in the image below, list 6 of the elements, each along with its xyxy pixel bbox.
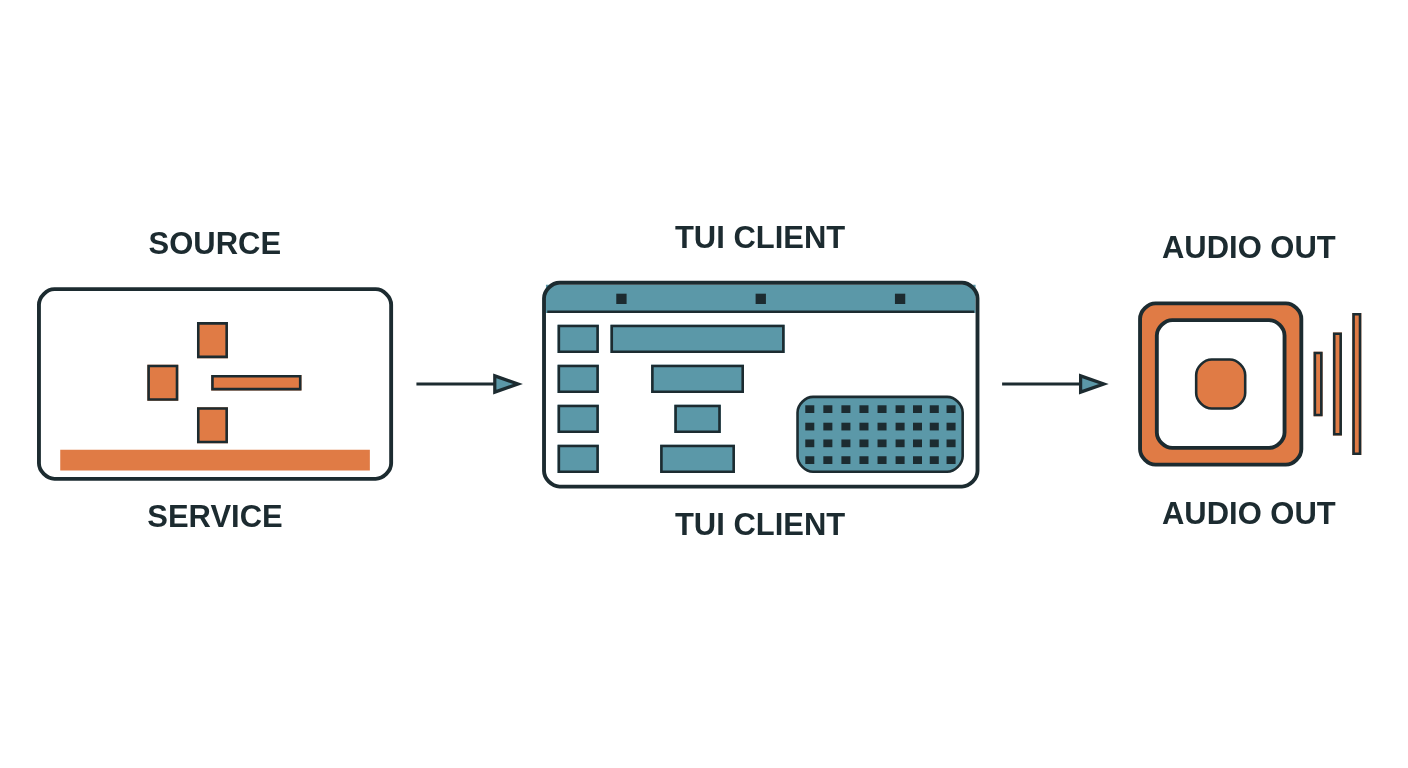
node-label: TUI CLIENT	[674, 219, 846, 255]
node-label: AUDIO OUT	[1161, 495, 1336, 531]
node-label: TUI CLIENT	[674, 507, 846, 543]
node-label: AUDIO OUT	[1161, 229, 1336, 265]
node-label: SERVICE	[147, 499, 283, 535]
node-label: SOURCE	[148, 225, 282, 261]
